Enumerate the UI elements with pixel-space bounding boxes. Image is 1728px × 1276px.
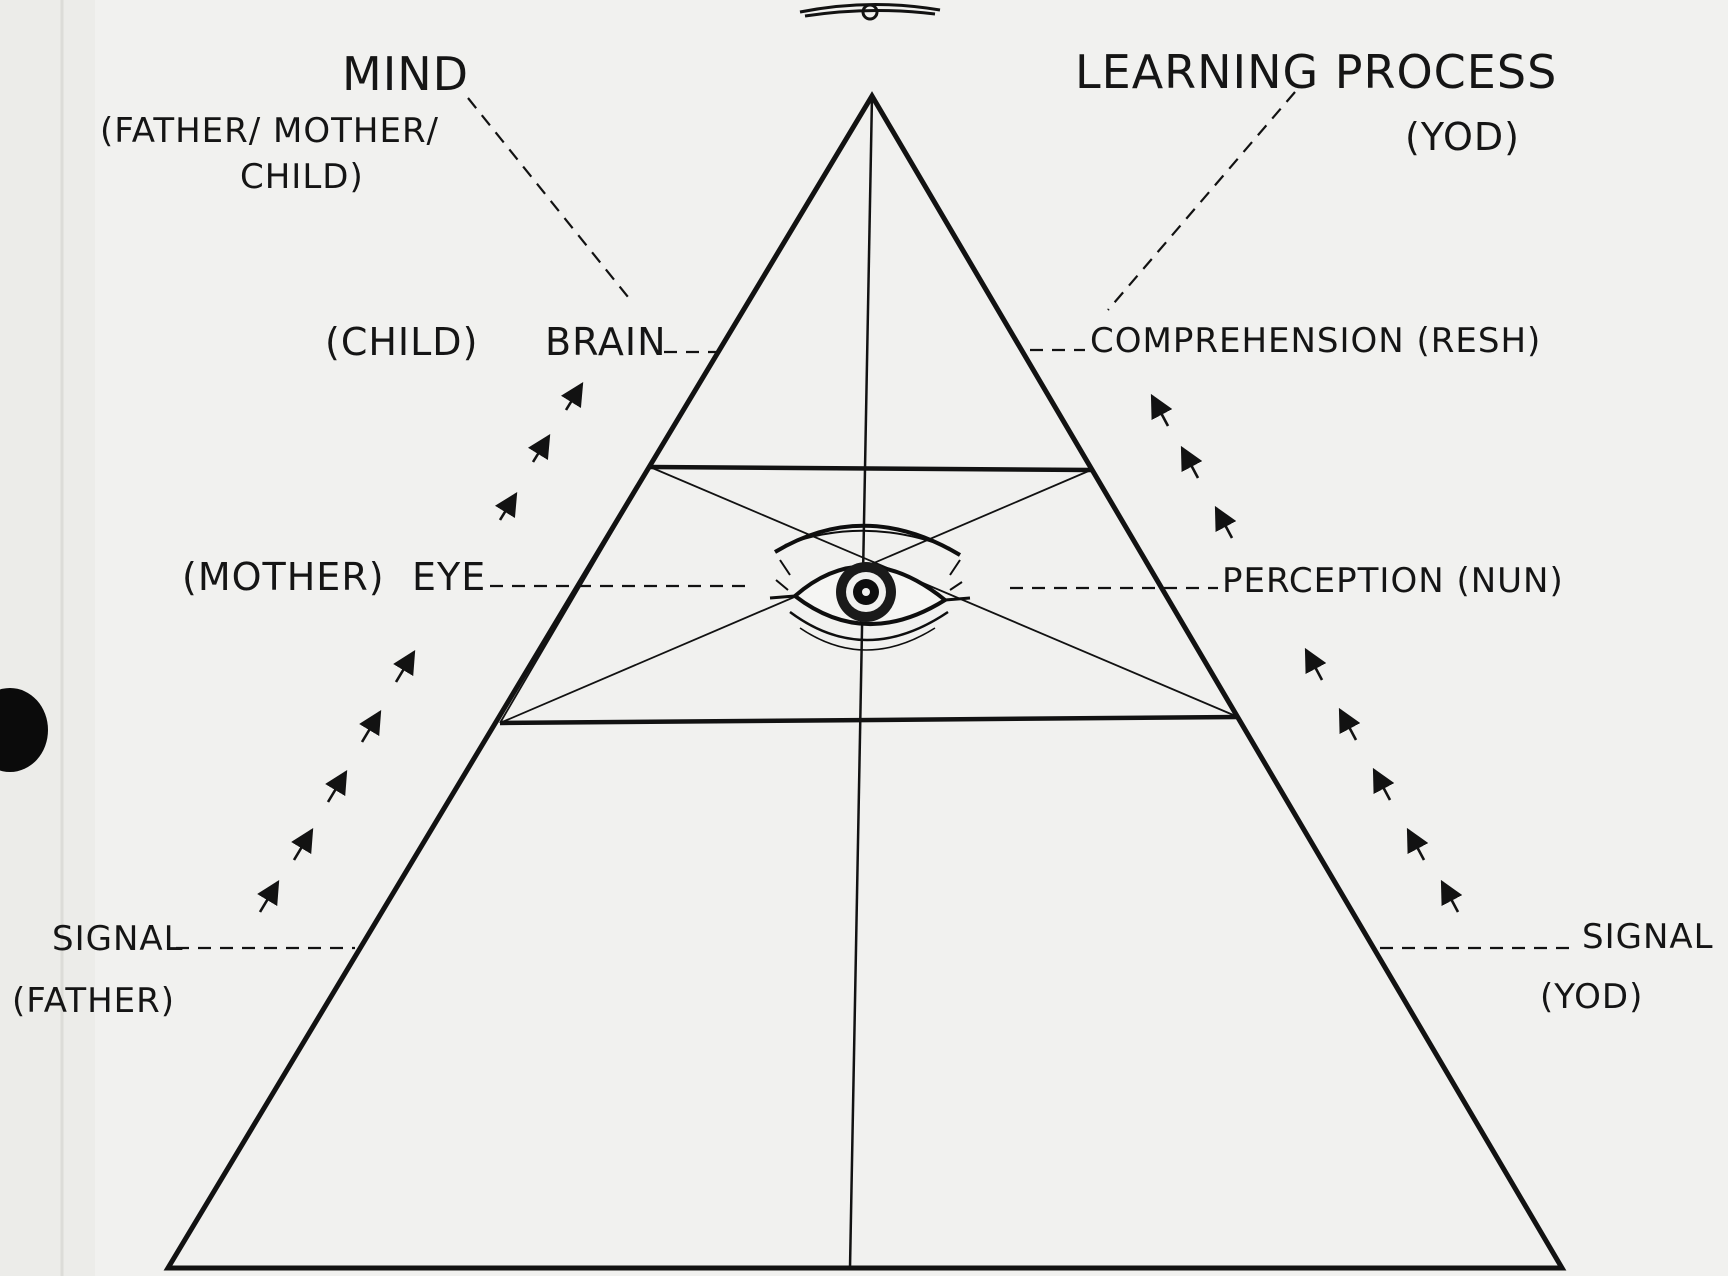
signal-left-label: SIGNAL — [52, 919, 184, 959]
eye-icon — [769, 523, 971, 651]
perception-label: PERCEPTION (NUN) — [1222, 561, 1564, 601]
signal-right-label: SIGNAL — [1582, 917, 1714, 957]
learning-process-title: LEARNING PROCESS — [1075, 45, 1557, 99]
learning-leader-dash — [1107, 91, 1296, 311]
middle-level-line — [499, 714, 1239, 726]
left-upper-arrows — [494, 382, 584, 521]
eye-label: EYE — [412, 555, 486, 599]
mind-leader-dash — [467, 97, 633, 303]
mother-label: (MOTHER) — [182, 555, 385, 599]
right-lower-arrows — [1304, 647, 1463, 913]
father-label: (FATHER) — [12, 981, 175, 1021]
mind-subtitle-line-2: CHILD) — [240, 157, 364, 197]
upper-level-line — [649, 464, 1092, 473]
binder-hole — [0, 688, 48, 772]
learning-process-subtitle: (YOD) — [1405, 115, 1520, 159]
pyramid-axis — [848, 95, 874, 1269]
inner-right-edge — [1090, 469, 1239, 718]
mind-title: MIND — [342, 47, 469, 101]
inner-left-edge — [499, 466, 651, 724]
comprehension-label: COMPREHENSION (RESH) — [1090, 321, 1541, 361]
right-upper-arrows — [1150, 393, 1237, 539]
pyramid-outline — [163, 91, 1567, 1271]
yod-bottom-label: (YOD) — [1540, 977, 1643, 1017]
mind-subtitle-line-1: (FATHER/ MOTHER/ — [100, 111, 439, 151]
left-lower-arrows — [257, 649, 416, 913]
brain-label: BRAIN — [545, 320, 667, 364]
winged-emblem-icon — [799, 3, 941, 21]
paper-edge — [0, 0, 95, 1276]
eye-cross-line-a — [649, 466, 1239, 718]
child-label: (CHILD) — [325, 320, 478, 364]
